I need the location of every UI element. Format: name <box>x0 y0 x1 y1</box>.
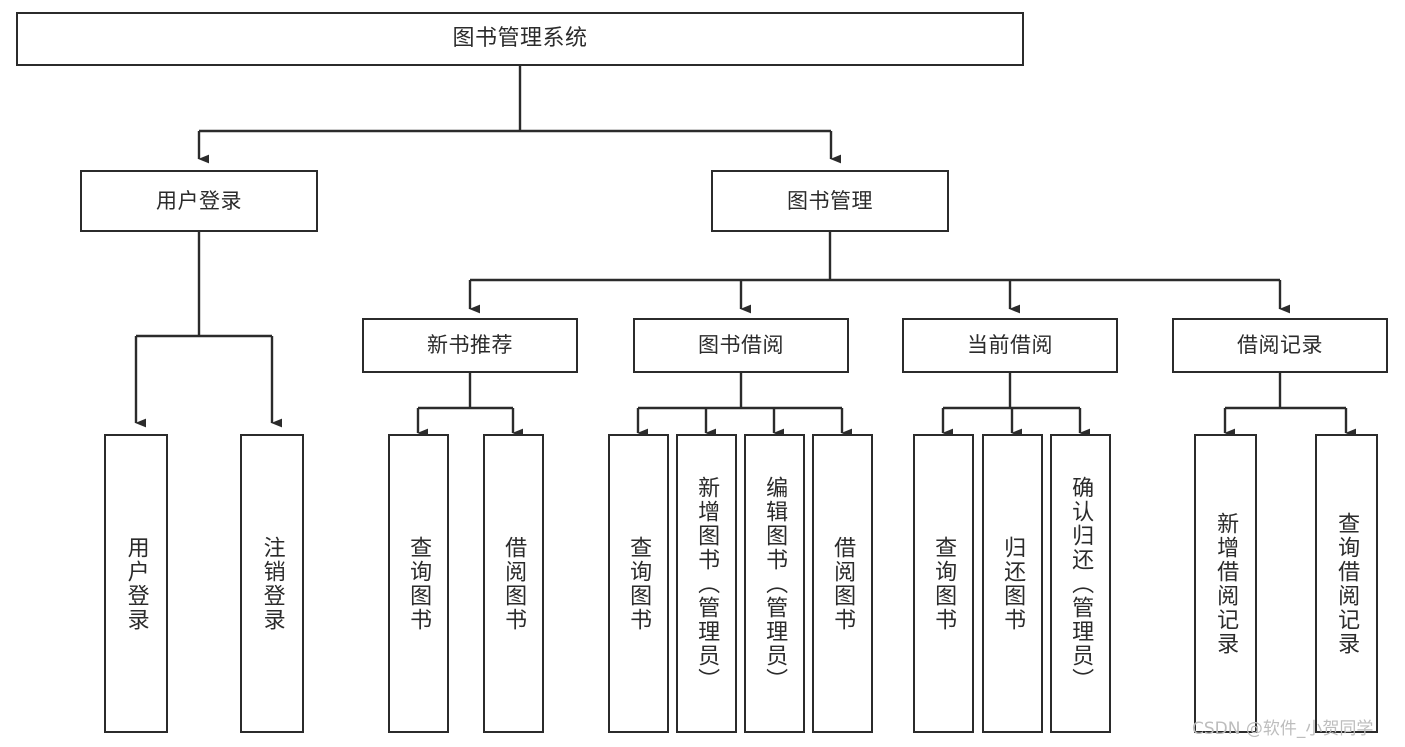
node-label: 用户登录 <box>123 535 149 632</box>
node-label: 借阅记录 <box>1237 333 1323 358</box>
node-label: 当前借阅 <box>967 333 1053 358</box>
leaf-borrow-record-query-record[interactable]: 查询借阅记录 <box>1315 434 1378 733</box>
leaf-book-borrow-borrow-books[interactable]: 借阅图书 <box>812 434 873 733</box>
node-label: 借阅图书 <box>830 535 856 632</box>
node-label: 新书推荐 <box>427 333 513 358</box>
node-label: 确认归还（管理员） <box>1068 475 1094 692</box>
node-book-borrow[interactable]: 图书借阅 <box>633 318 849 373</box>
leaf-new-book-borrow-books[interactable]: 借阅图书 <box>483 434 544 733</box>
node-label: 查询借阅记录 <box>1334 511 1360 656</box>
leaf-book-borrow-add-book-admin[interactable]: 新增图书（管理员） <box>676 434 737 733</box>
leaf-current-borrow-query-books[interactable]: 查询图书 <box>913 434 974 733</box>
node-label: 编辑图书（管理员） <box>762 475 788 692</box>
node-label: 图书管理 <box>787 188 873 213</box>
node-label: 用户登录 <box>156 188 242 213</box>
node-new-book-recommend[interactable]: 新书推荐 <box>362 318 578 373</box>
leaf-borrow-record-add-record[interactable]: 新增借阅记录 <box>1194 434 1257 733</box>
node-book-management[interactable]: 图书管理 <box>711 170 949 232</box>
csdn-watermark: CSDN @软件_小贺同学 <box>1192 719 1374 739</box>
node-label: 借阅图书 <box>501 535 527 632</box>
node-label: 注销登录 <box>259 535 285 632</box>
node-label: 图书借阅 <box>698 333 784 358</box>
node-user-login[interactable]: 用户登录 <box>80 170 318 232</box>
leaf-user-login-login[interactable]: 用户登录 <box>104 434 168 733</box>
node-label: 查询图书 <box>931 535 957 632</box>
node-label: 查询图书 <box>406 535 432 632</box>
node-borrow-record[interactable]: 借阅记录 <box>1172 318 1388 373</box>
node-label: 新增借阅记录 <box>1213 511 1239 656</box>
leaf-user-login-logout[interactable]: 注销登录 <box>240 434 304 733</box>
node-root-system[interactable]: 图书管理系统 <box>16 12 1024 66</box>
leaf-book-borrow-edit-book-admin[interactable]: 编辑图书（管理员） <box>744 434 805 733</box>
leaf-current-borrow-confirm-return-admin[interactable]: 确认归还（管理员） <box>1050 434 1111 733</box>
node-label: 新增图书（管理员） <box>694 475 720 692</box>
leaf-new-book-query-books[interactable]: 查询图书 <box>388 434 449 733</box>
leaf-book-borrow-query-books[interactable]: 查询图书 <box>608 434 669 733</box>
leaf-current-borrow-return-books[interactable]: 归还图书 <box>982 434 1043 733</box>
node-label: 图书管理系统 <box>452 26 588 52</box>
node-current-borrow[interactable]: 当前借阅 <box>902 318 1118 373</box>
node-label: 查询图书 <box>626 535 652 632</box>
node-label: 归还图书 <box>1000 535 1026 632</box>
